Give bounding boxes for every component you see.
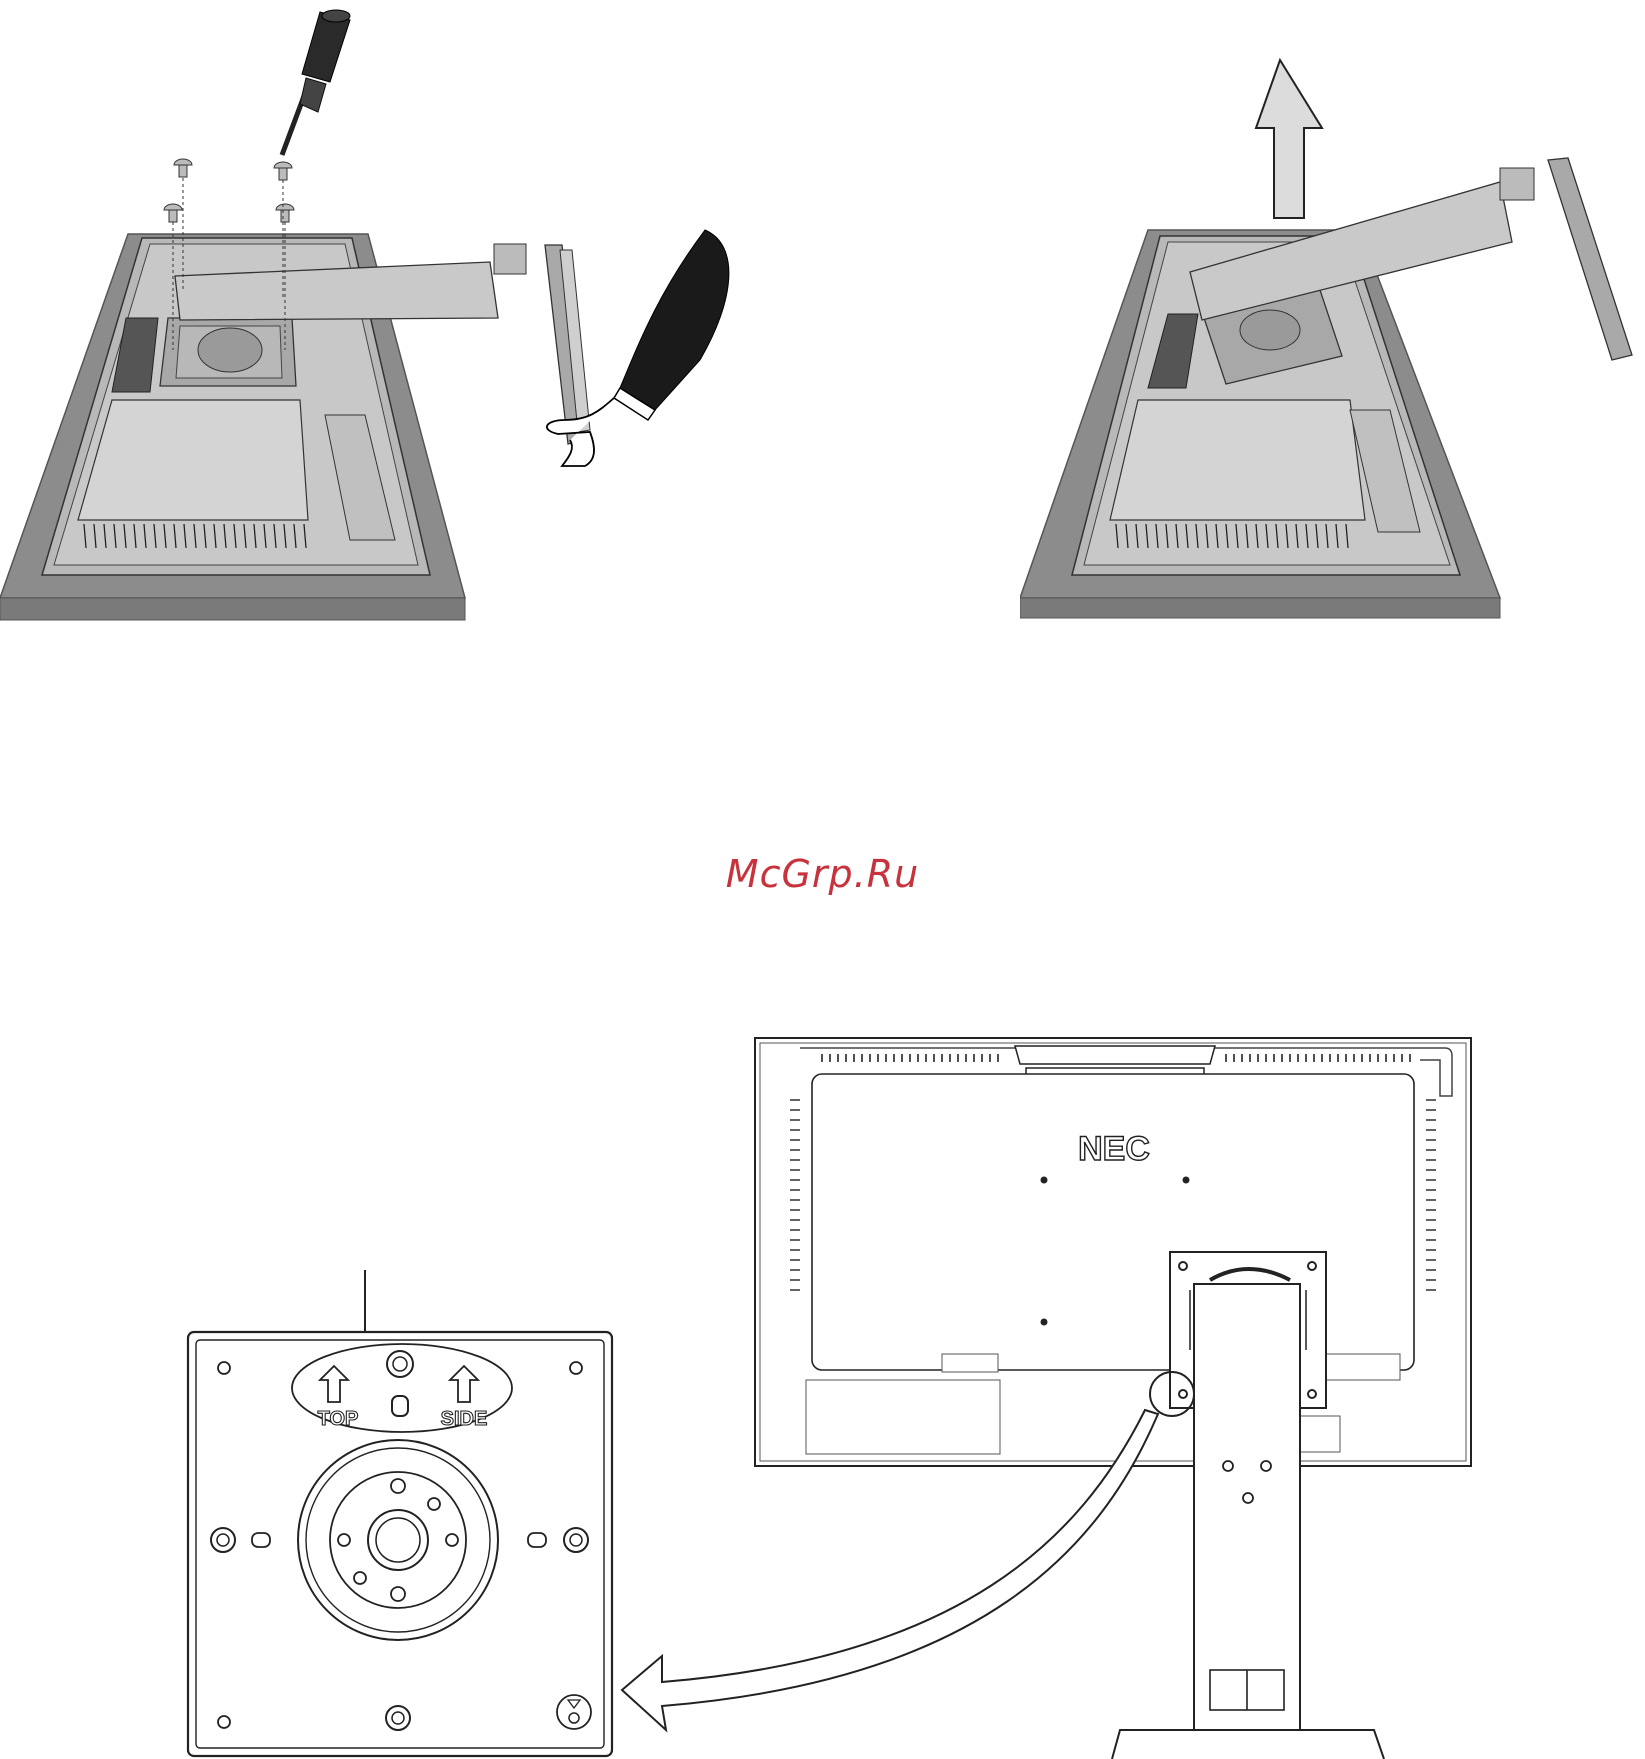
plate-label-side: SIDE: [441, 1408, 488, 1430]
watermark-text: McGrp.Ru: [0, 852, 1645, 896]
hand-arm-illustration: [620, 230, 729, 410]
lift-up-arrow-icon: [1256, 60, 1322, 218]
stand-base: [1548, 158, 1632, 360]
table-edge: [0, 598, 465, 620]
nec-logo: NEC: [1078, 1130, 1150, 1168]
monitor-rear-view-illustration: NEC TOP SIDE: [0, 1030, 1645, 1759]
screwdriver-icon: [282, 10, 350, 155]
plate-label-top: TOP: [318, 1408, 359, 1430]
stand-removal-screws-illustration: [0, 0, 760, 640]
stand-lift-illustration: [1020, 0, 1645, 640]
table-edge: [1020, 598, 1500, 618]
